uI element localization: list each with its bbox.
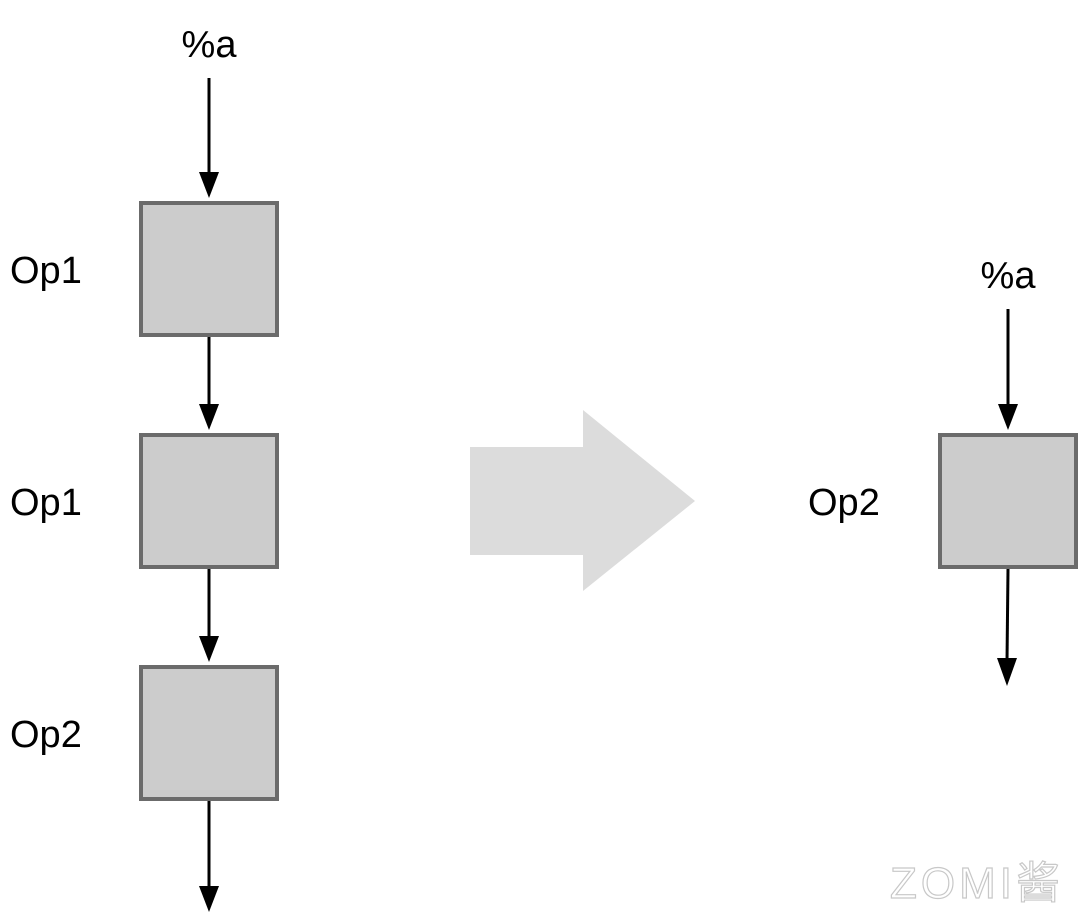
after-op2-label: Op2: [808, 482, 880, 524]
watermark: ZOMI酱: [890, 859, 1064, 908]
before-op2-box: [139, 665, 279, 801]
after-output-arrow-line: [1005, 568, 1010, 663]
after-input-arrow-head: [998, 404, 1018, 430]
transform-arrow-icon: [470, 410, 695, 591]
before-op1b-box: [139, 433, 279, 569]
after-output-arrow-head: [997, 658, 1017, 686]
before-op2-label: Op2: [10, 714, 82, 756]
before-edge-2-head: [199, 636, 219, 662]
after-op2-box: [938, 433, 1078, 569]
before-input-arrow-head: [199, 172, 219, 198]
after-graph: %a Op2: [808, 255, 1078, 686]
before-graph: %a Op1 Op1 Op2: [10, 24, 279, 912]
before-op1b-label: Op1: [10, 482, 82, 524]
before-output-arrow-head: [199, 886, 219, 912]
before-edge-1-head: [199, 404, 219, 430]
before-op1-label: Op1: [10, 250, 82, 292]
after-input-label: %a: [981, 255, 1037, 297]
before-op1-box: [139, 201, 279, 337]
before-input-label: %a: [182, 24, 238, 66]
